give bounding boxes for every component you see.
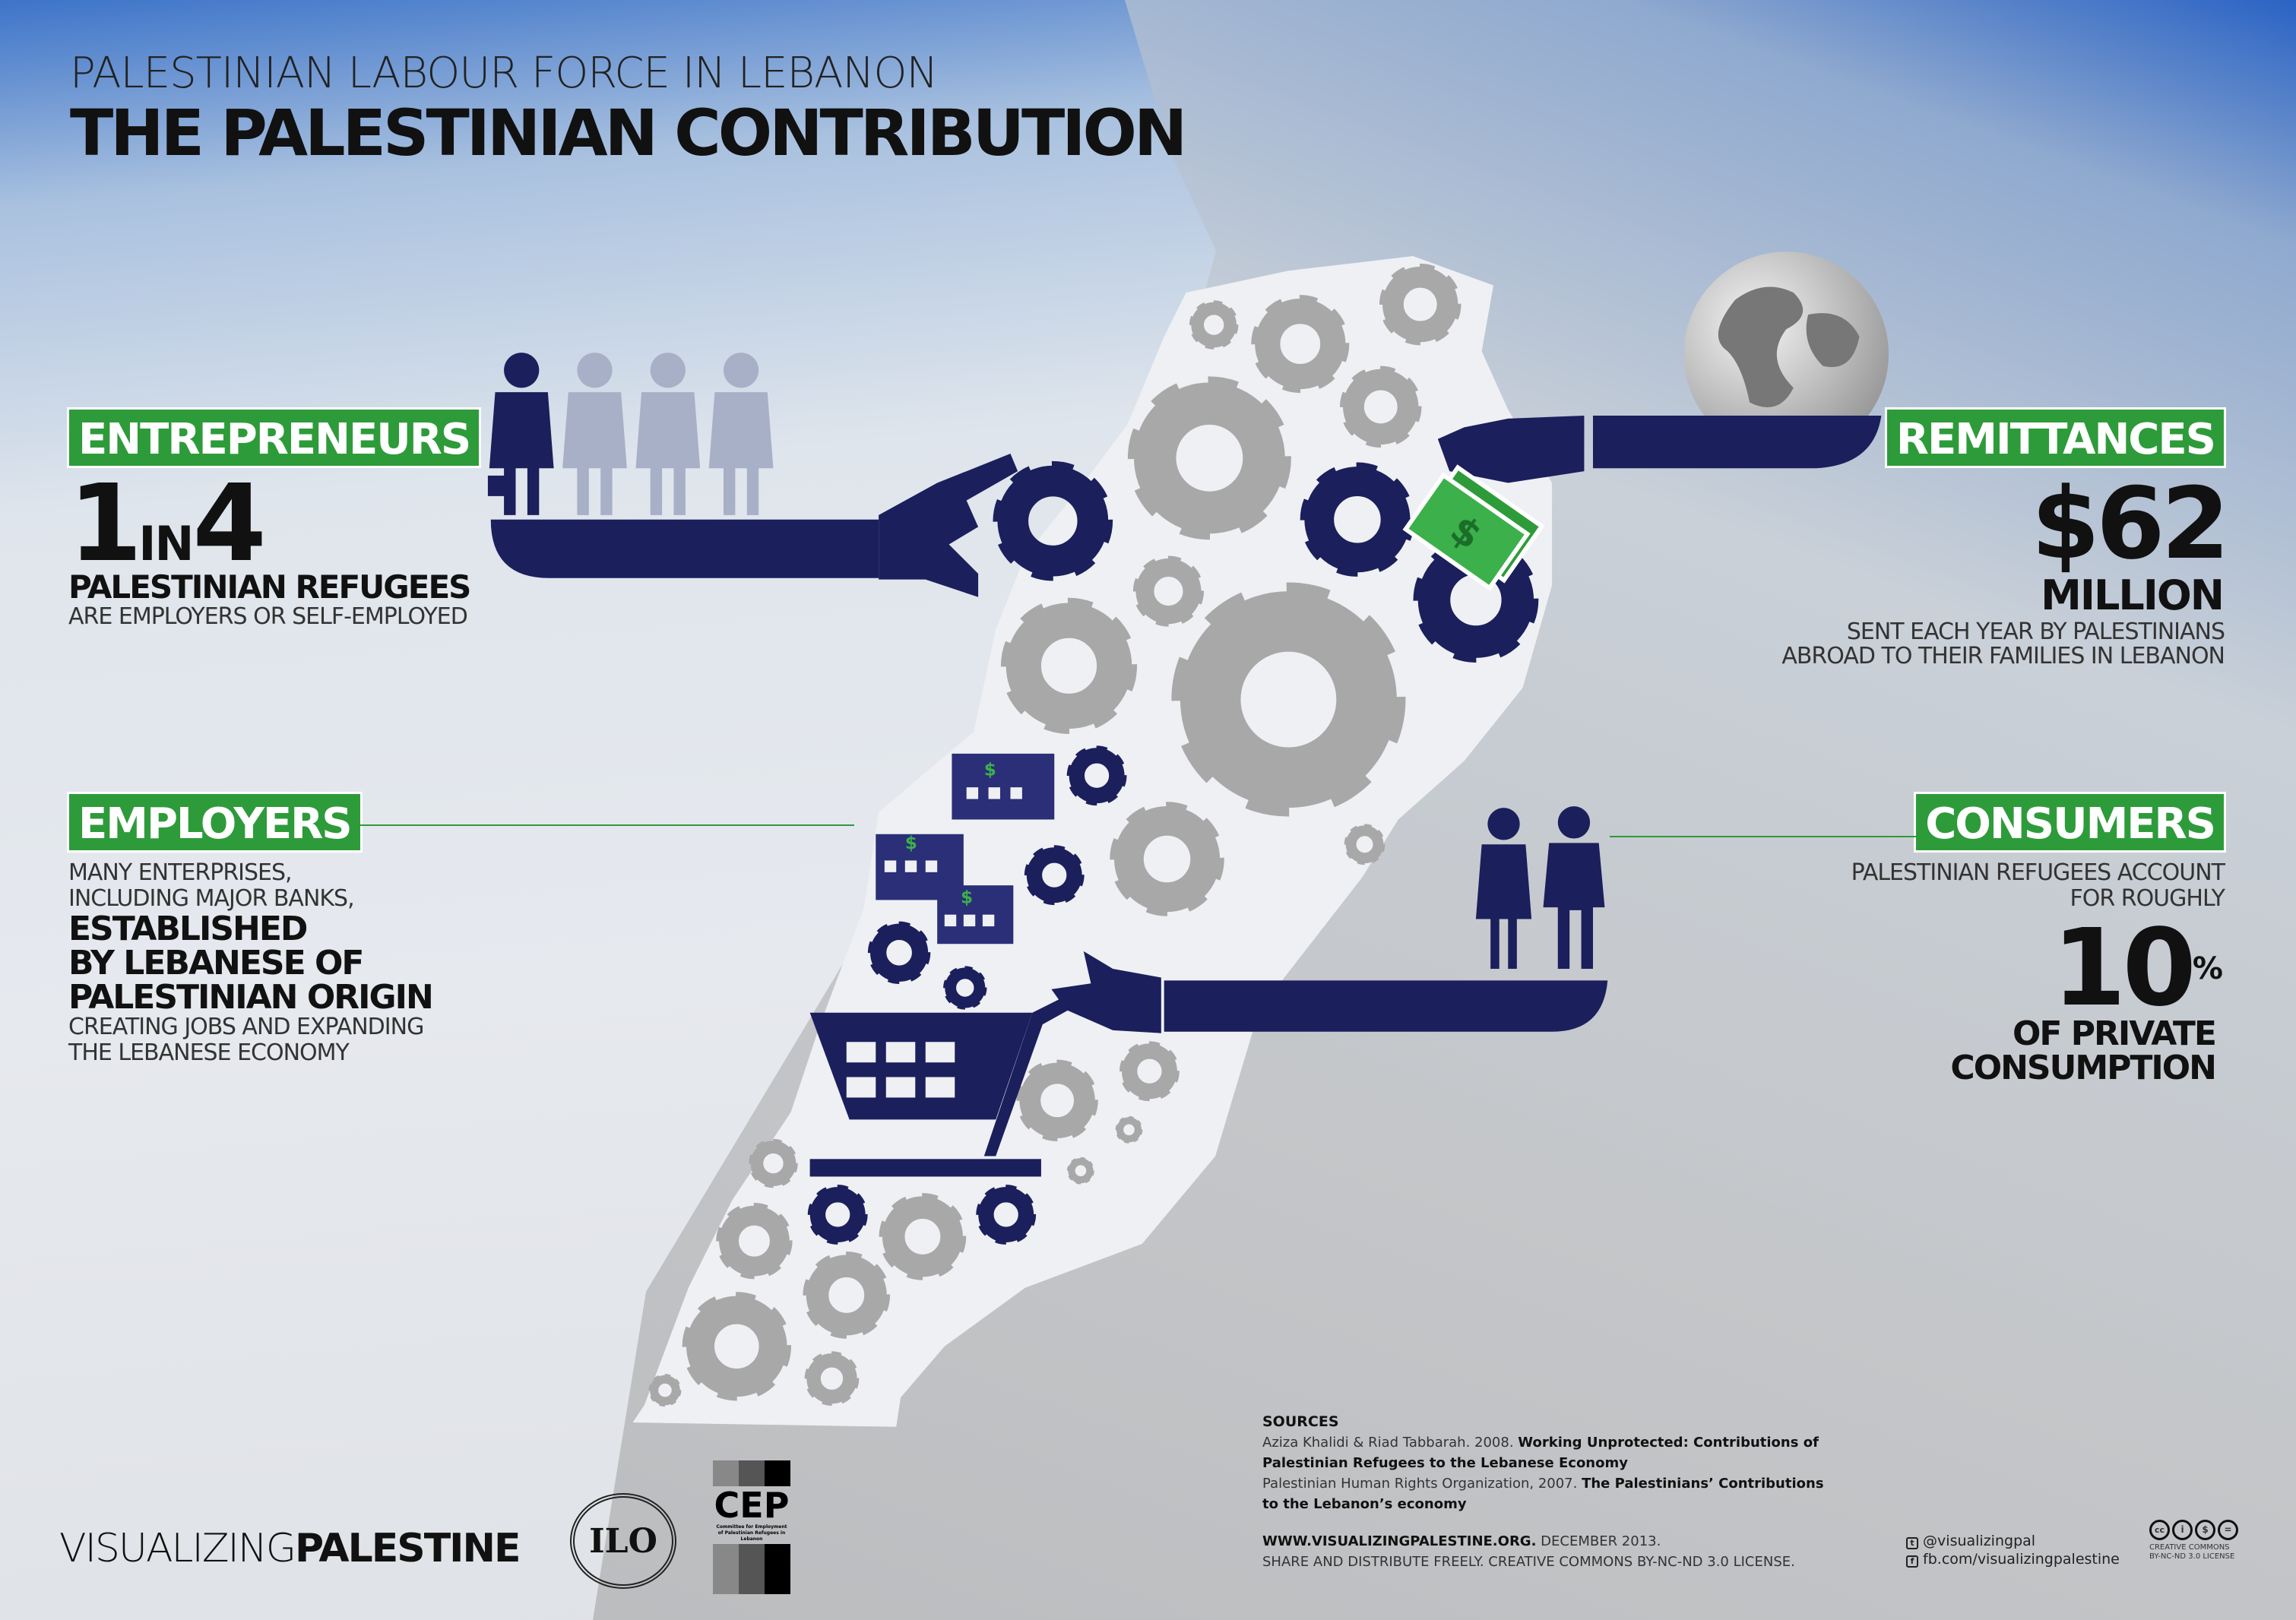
entrepreneur-figures — [487, 353, 774, 515]
percent-sign: % — [2192, 951, 2223, 986]
employers-label: EMPLOYERS — [67, 792, 363, 853]
source-1: Aziza Khalidi & Riad Tabbarah. 2008. Wor… — [1262, 1435, 1819, 1471]
employers-line4: THE LEBANESE ECONOMY — [68, 1039, 350, 1066]
remittances-amount: $62 — [2031, 466, 2230, 581]
employers-line2: INCLUDING MAJOR BANKS, — [68, 885, 355, 912]
brand-logo: VISUALIZINGPALESTINE — [59, 1526, 521, 1571]
social-links: t @visualizingpal f fb.com/visualizingpa… — [1906, 1532, 2120, 1568]
consumption-value: 10 — [2052, 907, 2196, 1030]
sources: SOURCES Aziza Khalidi & Riad Tabbarah. 2… — [1262, 1412, 1840, 1572]
employers-bold1: ESTABLISHED — [68, 910, 308, 948]
employers-connector — [353, 824, 854, 826]
svg-text:$: $ — [905, 834, 917, 853]
facebook-icon: f — [1906, 1555, 1918, 1568]
employers-text: MANY ENTERPRISES, INCLUDING MAJOR BANKS,… — [68, 859, 434, 1066]
receiving-hand-icon — [879, 454, 1018, 597]
entrepreneurs-stat: 1IN4 — [68, 471, 267, 597]
entrepreneurs-headline: PALESTINIAN REFUGEES — [68, 568, 471, 606]
twitter-icon: t — [1906, 1537, 1918, 1549]
consumers-bold2: CONSUMPTION — [1950, 1049, 2217, 1087]
entrepreneurs-tray — [490, 519, 879, 578]
consumers-connector — [1610, 836, 1924, 837]
remittances-unit: MILLION — [2041, 571, 2225, 619]
stat-a: 1 — [68, 462, 142, 586]
stat-b: 4 — [192, 462, 266, 586]
twitter-link[interactable]: t @visualizingpal — [1906, 1532, 2120, 1550]
giving-hand-icon — [1437, 415, 1585, 483]
consumer-figures — [1475, 806, 1605, 969]
employers-bold2: BY LEBANESE OF — [68, 944, 364, 982]
remittances-line2: ABROAD TO THEIR FAMILIES IN LEBANON — [1781, 643, 2225, 669]
remittance-tray — [1592, 415, 1882, 469]
ilo-logo: ILO — [570, 1493, 676, 1589]
svg-text:$: $ — [961, 888, 973, 907]
remittances-line1: SENT EACH YEAR BY PALESTINIANS — [1846, 619, 2225, 645]
website-link[interactable]: WWW.VISUALIZINGPALESTINE.ORG. — [1262, 1533, 1537, 1549]
license-text: SHARE AND DISTRIBUTE FREELY. CREATIVE CO… — [1262, 1554, 1795, 1570]
remittances-label: REMITTANCES — [1884, 407, 2226, 468]
gear-icon — [1002, 471, 1103, 571]
cc-icons: cc i $ = — [2149, 1520, 2242, 1540]
employers-bold3: PALESTINIAN ORIGIN — [68, 978, 434, 1017]
entrepreneurs-detail: ARE EMPLOYERS OR SELF-EMPLOYED — [68, 603, 468, 630]
continents — [1718, 286, 1860, 408]
consumers-label: CONSUMERS — [1914, 792, 2226, 853]
consumers-line1: PALESTINIAN REFUGEES ACCOUNT — [1851, 859, 2225, 886]
consumers-bold1: OF PRIVATE — [2012, 1014, 2217, 1053]
consumers-bold: OF PRIVATE CONSUMPTION — [1950, 1014, 2217, 1087]
building-icons: $ $ $ — [876, 753, 1055, 944]
shopping-cart-icon — [809, 998, 1069, 1177]
source-2: Palestinian Human Rights Organization, 2… — [1262, 1476, 1824, 1512]
website-line: WWW.VISUALIZINGPALESTINE.ORG. DECEMBER 2… — [1262, 1533, 1661, 1549]
sources-title: SOURCES — [1262, 1413, 1339, 1430]
cash-icon: $ — [1402, 464, 1545, 591]
shopping-hand-icon — [1051, 951, 1161, 1033]
page-title: THE PALESTINIAN CONTRIBUTION — [70, 96, 1187, 170]
facebook-link[interactable]: f fb.com/visualizingpalestine — [1906, 1550, 2120, 1568]
stat-in: IN — [138, 516, 194, 571]
consumers-value: 10% — [2052, 916, 2223, 1022]
employers-line3: CREATING JOBS AND EXPANDING — [68, 1014, 424, 1040]
page-subtitle: PALESTINIAN LABOUR FORCE IN LEBANON — [70, 49, 938, 98]
consumers-line2: FOR ROUGHLY — [2070, 885, 2225, 912]
svg-text:$: $ — [984, 761, 996, 780]
employers-line1: MANY ENTERPRISES, — [68, 859, 293, 886]
entrepreneurs-label: ENTREPRENEURS — [67, 407, 482, 468]
consumers-tray — [1164, 980, 1608, 1032]
